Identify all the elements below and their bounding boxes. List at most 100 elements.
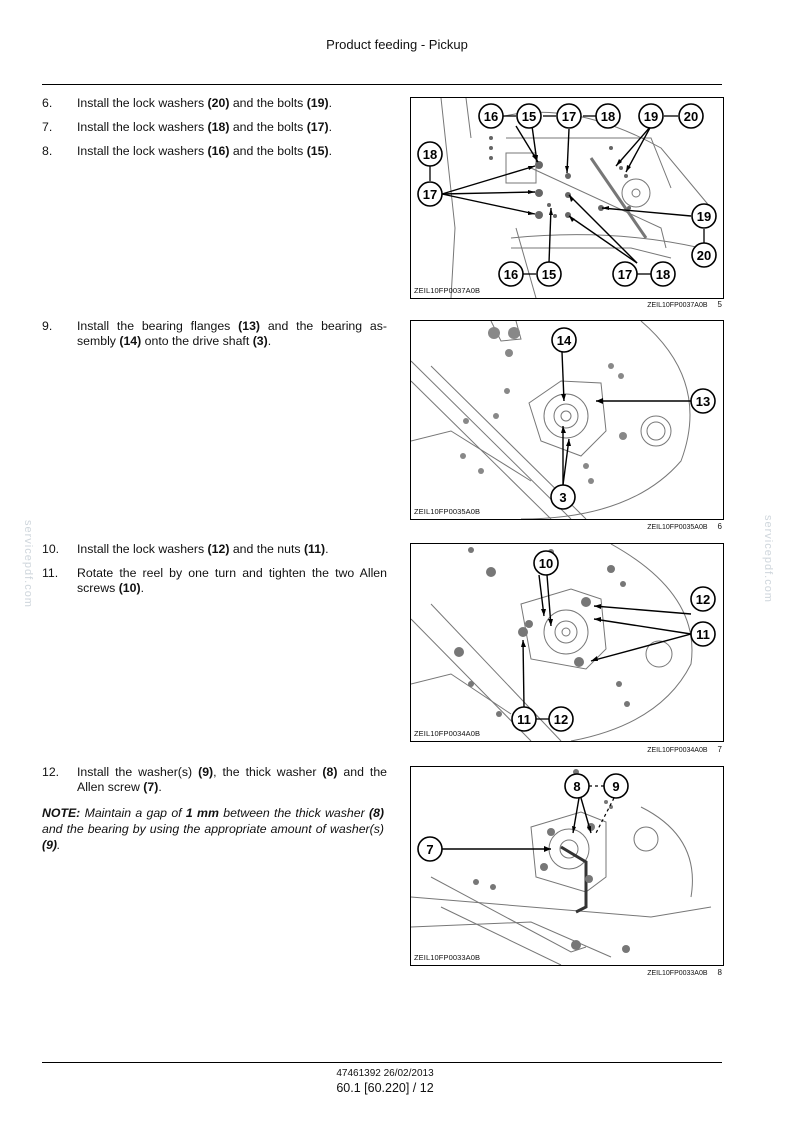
- callout-17: 17: [556, 103, 582, 129]
- header-rule: [42, 84, 722, 85]
- svg-text:19: 19: [644, 109, 658, 124]
- footer-doc-id: 47461392 26/02/2013: [336, 1068, 434, 1079]
- callout-17: 17: [612, 261, 638, 287]
- text-run: Rotate the reel by one turn and tighten …: [77, 566, 387, 595]
- callout-11: 11: [690, 621, 716, 647]
- figure-7-callouts: 10 12 11 11 12: [511, 550, 716, 732]
- text-run: and the nuts: [229, 542, 304, 556]
- emphasis-text: (12): [207, 542, 230, 556]
- figure-number: 7: [717, 745, 722, 754]
- callout-12: 12: [690, 586, 716, 612]
- figure-code: ZEIL10FP0037A0B: [414, 286, 481, 295]
- text-run: Install the bearing flanges: [77, 319, 239, 333]
- callout-18: 18: [650, 261, 676, 287]
- callout-8: 8: [564, 773, 590, 799]
- svg-text:11: 11: [696, 627, 710, 642]
- callout-14: 14: [551, 327, 577, 353]
- text-run: Install the washer(s): [77, 765, 199, 779]
- figure-6-callouts: 14 13 3: [550, 327, 716, 510]
- step-10: 10. Install the lock washers (12) and th…: [42, 542, 387, 557]
- text-run: .: [328, 120, 332, 134]
- callout-16: 16: [498, 261, 524, 287]
- svg-text:20: 20: [697, 248, 711, 263]
- emphasis-text: (9): [198, 765, 214, 779]
- step-9: 9. Install the bearing flanges (13) and …: [42, 319, 387, 349]
- text-run: .: [158, 780, 162, 794]
- svg-text:11: 11: [517, 712, 531, 727]
- callout-17: 17: [417, 181, 443, 207]
- text-run: , the thick washer: [213, 765, 323, 779]
- emphasis-text: (3): [252, 334, 268, 348]
- callout-12: 12: [548, 706, 574, 732]
- emphasis-text: (13): [238, 319, 261, 333]
- svg-text:19: 19: [697, 209, 711, 224]
- emphasis-text: (10): [118, 581, 141, 595]
- step-text: Install the lock washers (16) and the bo…: [77, 144, 387, 159]
- text-run: Install the lock washers: [77, 96, 208, 110]
- svg-text:18: 18: [656, 267, 670, 282]
- text-run: and the bolts: [229, 120, 307, 134]
- emphasis-text: (16): [207, 144, 230, 158]
- step-text: Install the washer(s) (9), the thick was…: [77, 765, 387, 795]
- figure-code: ZEIL10FP0034A0B: [414, 729, 481, 738]
- svg-text:15: 15: [542, 267, 556, 282]
- callout-9: 9: [603, 773, 629, 799]
- step-8: 8. Install the lock washers (16) and the…: [42, 144, 387, 159]
- callout-20: 20: [678, 103, 704, 129]
- figure-number: 6: [717, 522, 722, 531]
- callout-13: 13: [690, 388, 716, 414]
- figure-7-caption: ZEIL10FP0034A0B 7: [560, 745, 722, 754]
- callout-16: 16: [478, 103, 504, 129]
- svg-text:12: 12: [554, 712, 568, 727]
- emphasis-text: (14): [119, 334, 142, 348]
- figure-6-caption: ZEIL10FP0035A0B 6: [560, 522, 722, 531]
- emphasis-text: NOTE:: [42, 806, 81, 820]
- callout-18: 18: [417, 141, 443, 167]
- svg-text:16: 16: [484, 109, 498, 124]
- figure-caption-code: ZEIL10FP0034A0B: [647, 747, 708, 754]
- svg-text:14: 14: [557, 333, 572, 348]
- step-number: 9.: [42, 319, 53, 333]
- footer-rule: [42, 1062, 722, 1063]
- figure-6-illustration: 14 13 3: [411, 321, 716, 519]
- figure-8-callouts: 8 9 7: [417, 773, 629, 862]
- figure-5: 16 15 17 18 19 20 18 17 19 20 16 15 17 1…: [410, 97, 724, 299]
- step-number: 7.: [42, 120, 53, 134]
- figure-8: 8 9 7 ZEIL10FP0033A0B: [410, 766, 724, 966]
- figure-5-illustration: 16 15 17 18 19 20 18 17 19 20 16 15 17 1…: [417, 98, 717, 298]
- text-run: .: [328, 96, 332, 110]
- figure-code: ZEIL10FP0035A0B: [414, 507, 481, 516]
- callout-15: 15: [516, 103, 542, 129]
- figure-caption-code: ZEIL10FP0035A0B: [647, 524, 708, 531]
- text-run: Maintain a gap of: [80, 806, 186, 820]
- callout-3: 3: [550, 484, 576, 510]
- emphasis-text: (9): [42, 838, 58, 852]
- callout-18: 18: [595, 103, 621, 129]
- figure-caption-code: ZEIL10FP0037A0B: [647, 302, 708, 309]
- figure-caption-code: ZEIL10FP0033A0B: [647, 970, 708, 977]
- svg-text:20: 20: [684, 109, 698, 124]
- text-run: and the Allen screw: [77, 765, 387, 794]
- text-run: .: [57, 838, 61, 852]
- emphasis-text: (8): [368, 806, 384, 820]
- step-text: Install the lock washers (12) and the nu…: [77, 542, 387, 557]
- watermark-left: servicepdf.com: [22, 520, 34, 608]
- figure-code: ZEIL10FP0033A0B: [414, 953, 481, 962]
- text-run: Install the lock washers: [77, 120, 208, 134]
- emphasis-text: (8): [322, 765, 338, 779]
- callout-20: 20: [691, 242, 717, 268]
- figure-8-illustration: 8 9 7: [411, 769, 712, 965]
- svg-text:13: 13: [696, 394, 710, 409]
- text-run: .: [328, 144, 332, 158]
- step-7: 7. Install the lock washers (18) and the…: [42, 120, 387, 135]
- emphasis-text: (7): [143, 780, 159, 794]
- svg-text:7: 7: [426, 842, 433, 857]
- svg-text:16: 16: [504, 267, 518, 282]
- step-text: Install the lock washers (18) and the bo…: [77, 120, 387, 135]
- callout-7: 7: [417, 836, 443, 862]
- note-paragraph: NOTE: Maintain a gap of 1 mm between the…: [42, 805, 384, 853]
- step-11: 11. Rotate the reel by one turn and tigh…: [42, 566, 387, 596]
- text-run: Install the lock washers: [77, 542, 208, 556]
